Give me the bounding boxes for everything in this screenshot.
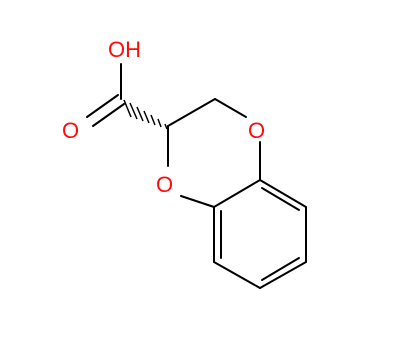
bond-benzene-inner-2 <box>261 257 300 281</box>
bond-benzene-1 <box>259 179 307 208</box>
bond-chiral-ch2 <box>167 98 216 127</box>
ring-oxygen-top-label: O <box>248 118 265 143</box>
atom-labels: OH O O O <box>62 37 265 197</box>
bond-benzene-3 <box>259 261 307 289</box>
bond-ch2-o-top <box>214 98 247 118</box>
bond-benzene-inner-1 <box>261 187 300 211</box>
ring-oxygen-left-label: O <box>156 172 173 197</box>
hashed-wedge-bond <box>123 99 168 130</box>
bond-o-left-aryl <box>180 195 215 208</box>
hydroxyl-label: OH <box>108 37 141 62</box>
bond-benzene-4 <box>213 261 261 289</box>
bond-benzene-6 <box>213 179 261 208</box>
carbonyl-oxygen-label: O <box>62 118 79 143</box>
bond-carbonyl-double-a <box>86 94 119 118</box>
bond-carbonyl-double-b <box>92 103 125 127</box>
bonds <box>86 63 307 289</box>
